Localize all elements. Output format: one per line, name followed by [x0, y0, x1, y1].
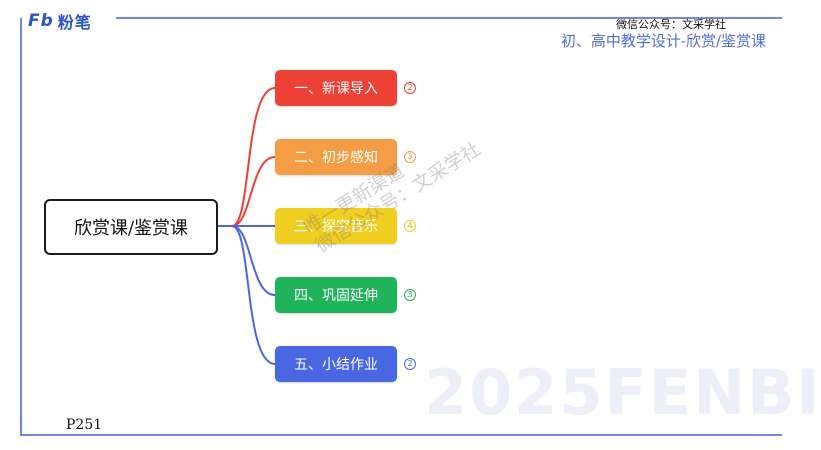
branch-node-1: 一、新课导入	[275, 70, 397, 106]
count-badge: 3	[404, 289, 416, 301]
connector-2	[231, 156, 276, 227]
count-badge: 2	[404, 82, 416, 94]
branch-node-2: 二、初步感知	[275, 139, 397, 175]
branch-label: 三、探究音乐	[294, 219, 378, 235]
slide-frame	[20, 18, 782, 436]
branch-node-5: 五、小结作业	[275, 346, 397, 382]
branch-label: 四、巩固延伸	[294, 288, 378, 304]
course-title: 初、高中教学设计-欣赏/鉴赏课	[560, 32, 766, 50]
branch-node-4: 四、巩固延伸	[275, 277, 397, 313]
branch-node-3: 三、探究音乐	[275, 208, 397, 244]
root-node: 欣赏课/鉴赏课	[44, 199, 218, 255]
wechat-label: 微信公众号：文采学社	[616, 18, 726, 31]
branch-label: 五、小结作业	[294, 357, 378, 373]
watermark-big: 2025FENBI	[424, 356, 821, 429]
count-badge: 3	[404, 151, 416, 163]
logo-mark: Fb	[28, 11, 54, 31]
branch-label: 一、新课导入	[294, 81, 378, 97]
header-rule	[116, 17, 782, 19]
connector-4	[231, 225, 276, 296]
branch-label: 二、初步感知	[294, 150, 378, 166]
mindmap-connectors	[218, 87, 276, 365]
page-number: P251	[66, 417, 103, 433]
count-badge: 4	[404, 220, 416, 232]
connector-5	[231, 225, 276, 365]
count-badge: 2	[404, 358, 416, 370]
fenbi-logo: Fb 粉笔	[28, 8, 92, 34]
connector-1	[231, 87, 276, 227]
logo-text: 粉笔	[57, 13, 92, 32]
